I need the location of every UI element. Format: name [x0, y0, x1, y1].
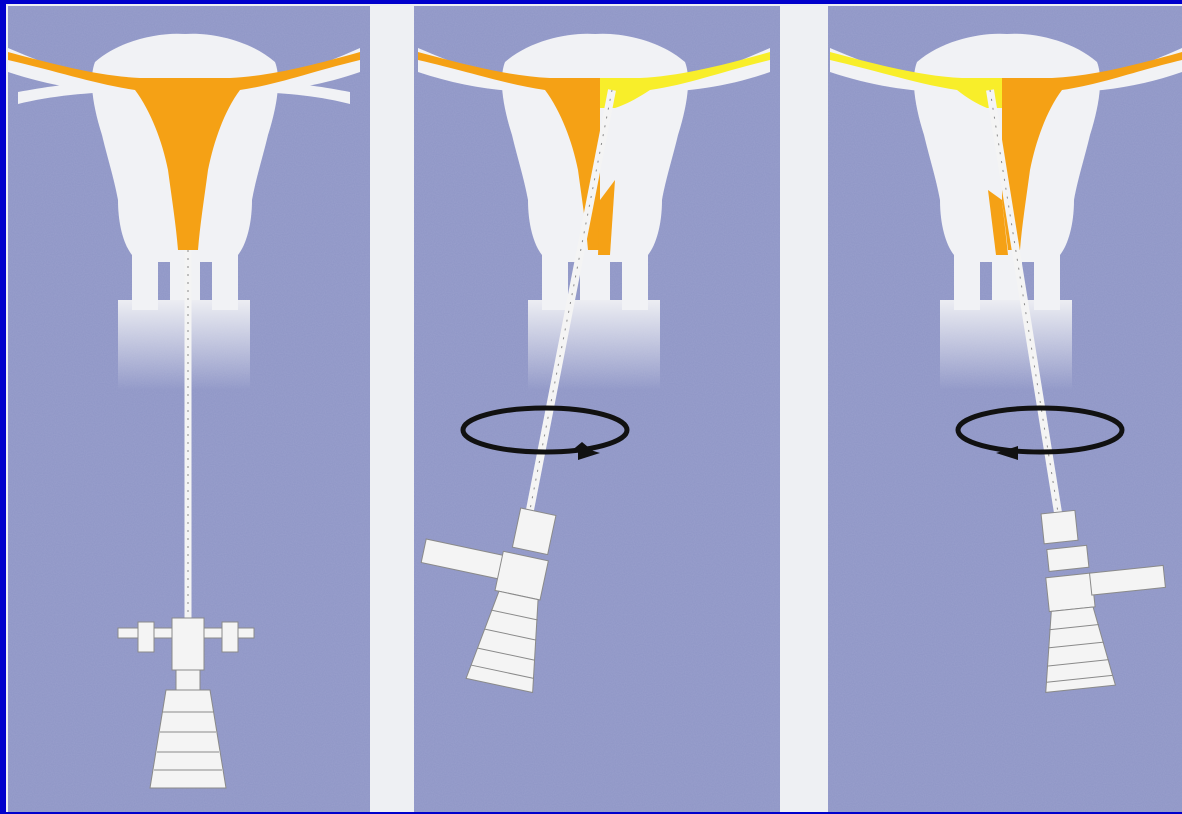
panel-rotated-right: [400, 6, 780, 812]
panel-neutral: [8, 6, 370, 812]
cervix-fade: [528, 300, 660, 390]
cervix-fade: [940, 300, 1072, 390]
cervix-fade: [118, 300, 250, 390]
panel-rotated-left: [828, 6, 1182, 812]
